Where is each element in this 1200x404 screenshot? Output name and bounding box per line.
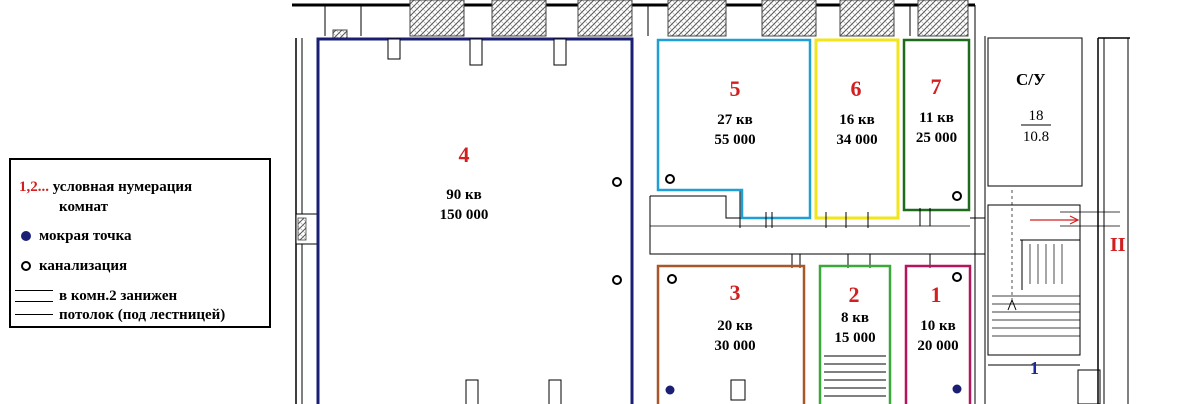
room-2-number: 2 — [848, 282, 860, 307]
room-3-info: 20 кв 30 000 — [675, 316, 795, 356]
sewer-icon — [952, 272, 962, 282]
legend-numbering-line2: комнат — [59, 199, 108, 215]
legend-wet-point-text: мокрая точка — [39, 228, 132, 244]
room-7[interactable] — [902, 38, 971, 212]
outer-wall-left — [295, 38, 319, 404]
room-7-info: 11 кв 25 000 — [904, 108, 969, 148]
outer-wall-right — [974, 5, 1130, 404]
room-1-number: 1 — [930, 282, 942, 307]
room-7-number: 7 — [930, 74, 942, 99]
double-line-icon — [15, 314, 53, 316]
sewer-icon — [612, 177, 622, 187]
legend-low-ceiling-line2: потолок (под лестницей) — [15, 306, 225, 324]
room-2-price: 15 000 — [834, 330, 876, 346]
room-7-price: 25 000 — [915, 130, 958, 146]
stairwell-number: 1 — [1030, 358, 1039, 378]
room-4-area: 90 кв — [446, 187, 482, 203]
legend-numbering: 1,2... условная нумерация — [19, 178, 192, 196]
legend: 1,2... условная нумерация комнат мокрая … — [9, 158, 271, 328]
wc-denominator: 10.8 — [1022, 129, 1050, 145]
legend-sewer: канализация — [19, 257, 127, 275]
wc-title: С/У — [1016, 70, 1046, 89]
room-4-info: 90 кв 150 000 — [404, 185, 524, 225]
room-5-number: 5 — [729, 76, 741, 101]
stairwell-roman: II — [1110, 234, 1126, 256]
legend-low-ceiling-text: в комн.2 занижен — [59, 288, 178, 304]
room-4-number: 4 — [458, 142, 470, 167]
room-4-price: 150 000 — [439, 207, 489, 223]
stairwell — [987, 190, 1120, 404]
room-6-number: 6 — [850, 76, 862, 101]
room-6-info: 16 кв 34 000 — [816, 110, 898, 150]
room-6-price: 34 000 — [836, 132, 878, 148]
room-5-area: 27 кв — [717, 112, 753, 128]
room-3-number: 3 — [729, 280, 741, 305]
double-line-icon — [15, 289, 53, 302]
room-2[interactable] — [818, 264, 892, 404]
room-1[interactable] — [904, 264, 972, 404]
room-4[interactable] — [316, 37, 634, 404]
legend-low-ceiling-text2: потолок (под лестницей) — [59, 307, 226, 323]
sewer-icon — [21, 260, 31, 271]
legend-numbering-text: условная нумерация — [52, 179, 193, 195]
wet-point-icon — [952, 384, 962, 394]
wc-numerator: 18 — [1028, 108, 1044, 124]
room-1-price: 20 000 — [917, 338, 959, 354]
room-1-area: 10 кв — [920, 318, 956, 334]
room-1-info: 10 кв 20 000 — [906, 316, 970, 356]
room-7-area: 11 кв — [919, 110, 954, 126]
legend-sewer-text: канализация — [39, 258, 128, 274]
room-5[interactable] — [656, 38, 812, 220]
sewer-icon — [612, 275, 622, 285]
sewer-icon — [665, 174, 675, 184]
stairs-under — [824, 355, 886, 397]
room-2-info: 8 кв 15 000 — [820, 308, 890, 348]
room-3-price: 30 000 — [714, 338, 756, 354]
sewer-icon — [667, 274, 677, 284]
wet-point-icon — [21, 230, 31, 241]
wet-point-icon — [665, 385, 675, 395]
sewer-icon — [952, 191, 962, 201]
room-5-info: 27 кв 55 000 — [675, 110, 795, 150]
room-2-area: 8 кв — [841, 310, 869, 326]
legend-numbering-prefix: 1,2... — [19, 179, 49, 195]
room-5-price: 55 000 — [714, 132, 756, 148]
outer-wall-top — [292, 0, 975, 39]
legend-low-ceiling: в комн.2 занижен — [15, 287, 177, 305]
legend-wet-point: мокрая точка — [19, 227, 132, 245]
room-6[interactable] — [814, 38, 900, 220]
room-6-area: 16 кв — [839, 112, 875, 128]
corridor — [649, 189, 985, 255]
room-3[interactable] — [656, 264, 806, 404]
wc-room — [987, 37, 1083, 187]
room-3-area: 20 кв — [717, 318, 753, 334]
